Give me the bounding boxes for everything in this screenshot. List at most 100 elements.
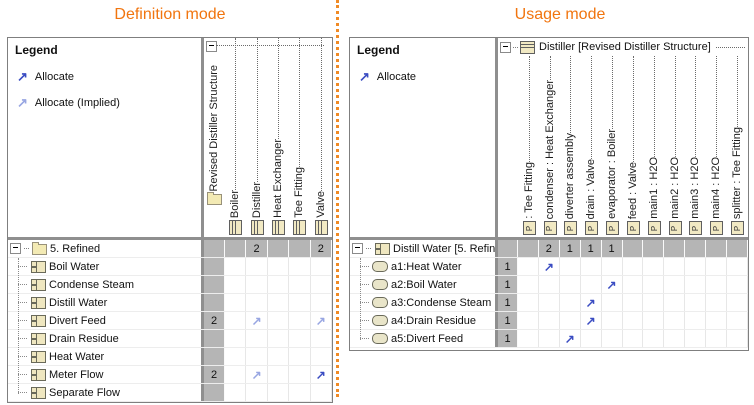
matrix-cell[interactable] <box>602 258 623 275</box>
matrix-cell[interactable] <box>581 258 602 275</box>
matrix-cell[interactable] <box>204 276 225 293</box>
matrix-cell[interactable] <box>560 258 581 275</box>
row-label-drain-residue[interactable]: Drain Residue <box>8 330 204 347</box>
matrix-cell[interactable] <box>204 294 225 311</box>
matrix-cell[interactable] <box>685 276 707 293</box>
matrix-cell[interactable] <box>225 276 247 293</box>
row-label-separate-flow[interactable]: Separate Flow <box>8 384 204 401</box>
matrix-cell[interactable]: 2 <box>538 240 560 257</box>
matrix-cell[interactable] <box>311 348 333 365</box>
matrix-cell[interactable] <box>623 258 644 275</box>
matrix-cell[interactable] <box>581 276 602 293</box>
matrix-cell[interactable]: 2 <box>310 240 333 257</box>
matrix-cell[interactable] <box>268 294 290 311</box>
row-label-5-refined[interactable]: 5. Refined <box>8 240 204 257</box>
matrix-cell[interactable]: 1 <box>498 276 518 293</box>
matrix-cell[interactable] <box>623 294 644 311</box>
matrix-cell[interactable] <box>706 312 728 329</box>
matrix-cell[interactable] <box>602 330 623 347</box>
matrix-cell[interactable] <box>518 240 539 257</box>
matrix-cell[interactable]: ↗ <box>581 312 602 329</box>
matrix-cell[interactable] <box>518 276 539 293</box>
matrix-cell[interactable]: 1 <box>580 240 602 257</box>
matrix-cell[interactable] <box>289 330 311 347</box>
column-header-valve[interactable]: Valve <box>311 38 332 237</box>
matrix-cell[interactable] <box>727 294 748 311</box>
matrix-cell[interactable] <box>225 294 247 311</box>
matrix-cell[interactable]: 1 <box>601 240 623 257</box>
matrix-cell[interactable]: ↗ <box>246 366 268 383</box>
matrix-cell[interactable] <box>204 348 225 365</box>
matrix-cell[interactable]: ↗ <box>539 258 560 275</box>
matrix-cell[interactable] <box>311 276 333 293</box>
matrix-cell[interactable] <box>602 294 623 311</box>
matrix-cell[interactable] <box>289 258 311 275</box>
row-label-a4-drain-residue[interactable]: a4:Drain Residue <box>350 312 498 329</box>
row-label-boil-water[interactable]: Boil Water <box>8 258 204 275</box>
matrix-cell[interactable] <box>225 348 247 365</box>
matrix-cell[interactable] <box>268 276 290 293</box>
matrix-cell[interactable] <box>706 258 728 275</box>
matrix-cell[interactable] <box>246 348 268 365</box>
matrix-cell[interactable] <box>539 330 560 347</box>
row-label-distill-water-refined[interactable]: Distill Water [5. Refined] <box>350 240 498 257</box>
matrix-cell[interactable]: ↗ <box>246 312 268 329</box>
matrix-cell[interactable] <box>727 276 748 293</box>
matrix-cell[interactable] <box>289 294 311 311</box>
matrix-cell[interactable] <box>268 366 290 383</box>
matrix-cell[interactable] <box>685 258 707 275</box>
matrix-cell[interactable]: 2 <box>246 240 268 257</box>
row-label-heat-water[interactable]: Heat Water <box>8 348 204 365</box>
matrix-cell[interactable] <box>664 276 686 293</box>
matrix-cell[interactable] <box>225 312 247 329</box>
row-label-a1-heat-water[interactable]: a1:Heat Water <box>350 258 498 275</box>
column-header-distiller[interactable]: Distiller <box>247 38 268 237</box>
matrix-cell[interactable] <box>685 240 707 257</box>
matrix-cell[interactable] <box>706 276 728 293</box>
matrix-cell[interactable] <box>706 240 728 257</box>
matrix-cell[interactable] <box>602 312 623 329</box>
matrix-cell[interactable] <box>311 330 333 347</box>
matrix-cell[interactable] <box>268 348 290 365</box>
column-header-revised-distiller-structure[interactable]: Revised Distiller Structure <box>204 38 225 237</box>
matrix-cell[interactable] <box>706 330 728 347</box>
matrix-cell[interactable] <box>727 330 748 347</box>
matrix-cell[interactable] <box>664 330 686 347</box>
matrix-cell[interactable] <box>246 384 268 401</box>
matrix-cell[interactable] <box>289 312 311 329</box>
column-header-boiler[interactable]: Boiler <box>225 38 246 237</box>
matrix-cell[interactable] <box>246 276 268 293</box>
matrix-cell[interactable] <box>289 276 311 293</box>
matrix-cell[interactable]: 2 <box>204 312 225 329</box>
matrix-cell[interactable] <box>268 384 290 401</box>
matrix-cell[interactable]: 1 <box>498 330 518 347</box>
matrix-cell[interactable] <box>268 330 290 347</box>
matrix-cell[interactable] <box>246 294 268 311</box>
matrix-cell[interactable]: ↗ <box>311 312 333 329</box>
row-label-divert-feed[interactable]: Divert Feed <box>8 312 204 329</box>
matrix-cell[interactable] <box>289 384 311 401</box>
matrix-cell[interactable] <box>289 348 311 365</box>
matrix-cell[interactable] <box>289 240 311 257</box>
matrix-cell[interactable] <box>225 366 247 383</box>
matrix-cell[interactable] <box>311 294 333 311</box>
matrix-cell[interactable] <box>643 276 665 293</box>
matrix-cell[interactable] <box>204 240 225 257</box>
matrix-cell[interactable]: ↗ <box>581 294 602 311</box>
matrix-cell[interactable] <box>560 294 581 311</box>
row-collapse-button[interactable] <box>10 243 21 254</box>
matrix-cell[interactable] <box>268 258 290 275</box>
column-header-heat-exchanger[interactable]: Heat Exchanger <box>268 38 289 237</box>
column-header-tee-fitting[interactable]: Tee Fitting <box>289 38 310 237</box>
matrix-cell[interactable] <box>685 312 707 329</box>
matrix-cell[interactable] <box>225 240 247 257</box>
columns-collapse-button[interactable] <box>206 41 217 52</box>
matrix-cell[interactable] <box>246 258 268 275</box>
matrix-cell[interactable] <box>623 276 644 293</box>
